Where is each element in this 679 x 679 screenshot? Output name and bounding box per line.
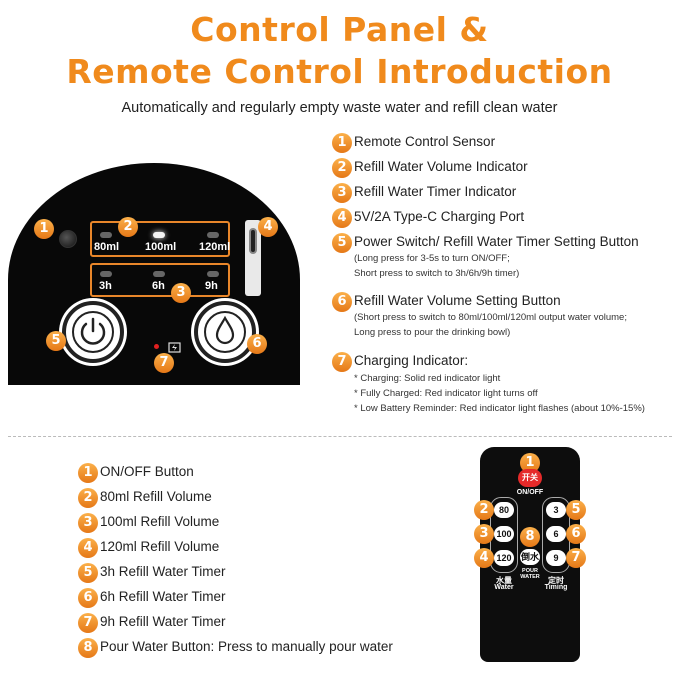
callout-5: 5 xyxy=(46,331,66,351)
list-number: 7 xyxy=(332,352,352,372)
list-note: Short press to switch to 3h/6h/9h timer) xyxy=(354,268,520,279)
remote-callout-7: 7 xyxy=(566,548,586,568)
list-number: 5 xyxy=(332,233,352,253)
list-note: * Charging: Solid red indicator light xyxy=(354,373,501,384)
charging-indicator-led xyxy=(154,344,159,349)
water-volume-button[interactable] xyxy=(194,301,256,363)
list-note: (Short press to switch to 80ml/100ml/120… xyxy=(354,312,627,323)
remote-callout-1: 1 xyxy=(520,453,540,473)
list-label: 9h Refill Water Timer xyxy=(100,614,226,629)
callout-2: 2 xyxy=(118,217,138,237)
remote-button-3h[interactable]: 3 xyxy=(546,502,566,518)
remote-button-9h[interactable]: 9 xyxy=(546,550,566,566)
remote-power-button[interactable]: 开关 xyxy=(518,469,542,487)
remote-callout-6: 6 xyxy=(566,524,586,544)
remote-pour-button[interactable]: 倒水 xyxy=(520,549,540,565)
type-c-port xyxy=(245,220,261,296)
power-icon xyxy=(80,317,106,345)
timer-led-9h xyxy=(207,271,219,277)
list-note: * Low Battery Reminder: Red indicator li… xyxy=(354,403,645,414)
remote-timer-en: Timing xyxy=(544,584,568,591)
list-number: 2 xyxy=(332,158,352,178)
list-number: 3 xyxy=(78,513,98,533)
remote-callout-2: 2 xyxy=(474,500,494,520)
control-panel-image: 1 2 80ml 100ml 120ml 3 3h 6h 9h 4 5 6 7 xyxy=(8,163,300,385)
list-number: 8 xyxy=(78,638,98,658)
remote-pour-label: POUR WATER xyxy=(520,568,540,580)
list-label: 5V/2A Type-C Charging Port xyxy=(354,209,525,224)
callout-4: 4 xyxy=(258,217,278,237)
volume-label-100: 100ml xyxy=(145,241,177,253)
list-label: 6h Refill Water Timer xyxy=(100,589,226,604)
list-label: Refill Water Timer Indicator xyxy=(354,184,517,199)
list-number: 4 xyxy=(78,538,98,558)
volume-led-100 xyxy=(153,232,165,238)
remote-button-120[interactable]: 120 xyxy=(494,550,514,566)
list-number: 6 xyxy=(78,588,98,608)
volume-indicator-box xyxy=(90,221,230,257)
section-divider xyxy=(8,436,672,437)
list-number: 1 xyxy=(78,463,98,483)
remote-button-80[interactable]: 80 xyxy=(494,502,514,518)
callout-6: 6 xyxy=(247,334,267,354)
power-button[interactable] xyxy=(62,301,124,363)
remote-button-6h[interactable]: 6 xyxy=(546,526,566,542)
timer-indicator-box xyxy=(90,263,230,297)
timer-led-6h xyxy=(153,271,165,277)
remote-callout-4: 4 xyxy=(474,548,494,568)
battery-charge-icon xyxy=(168,342,181,353)
list-number: 6 xyxy=(332,292,352,312)
list-number: 4 xyxy=(332,208,352,228)
volume-led-120 xyxy=(207,232,219,238)
remote-volume-en: Water xyxy=(494,584,514,591)
list-note: Long press to pour the drinking bowl) xyxy=(354,327,511,338)
list-label: 100ml Refill Volume xyxy=(100,514,220,529)
remote-callout-5: 5 xyxy=(566,500,586,520)
timer-label-3h: 3h xyxy=(99,280,112,292)
list-label: Remote Control Sensor xyxy=(354,134,496,149)
list-label: Refill Water Volume Indicator xyxy=(354,159,528,174)
list-number: 7 xyxy=(78,613,98,633)
remote-control-image: 1 开关 ON/OFF 80 100 120 2 3 4 水量 Water 3 … xyxy=(474,447,586,662)
volume-label-120: 120ml xyxy=(199,241,231,253)
remote-callout-3: 3 xyxy=(474,524,494,544)
callout-1: 1 xyxy=(34,219,54,239)
callout-7: 7 xyxy=(154,353,174,373)
list-label: Refill Water Volume Setting Button xyxy=(354,293,561,308)
remote-sensor xyxy=(59,230,77,248)
list-label: 120ml Refill Volume xyxy=(100,539,220,554)
list-label: ON/OFF Button xyxy=(100,464,194,479)
callout-3: 3 xyxy=(171,283,191,303)
list-label: 3h Refill Water Timer xyxy=(100,564,226,579)
remote-volume-cn: 水量 xyxy=(496,576,512,585)
water-drop-icon xyxy=(215,315,235,345)
list-label: Pour Water Button: Press to manually pou… xyxy=(100,639,393,654)
page-subtitle: Automatically and regularly empty waste … xyxy=(121,100,558,116)
list-note: (Long press for 3-5s to turn ON/OFF; xyxy=(354,253,510,264)
volume-label-80: 80ml xyxy=(94,241,120,253)
page-title-line2: Remote Control Introduction xyxy=(66,52,613,91)
remote-power-label: ON/OFF xyxy=(516,489,544,496)
timer-led-3h xyxy=(100,271,112,277)
list-note: * Fully Charged: Red indicator light tur… xyxy=(354,388,538,399)
list-number: 5 xyxy=(78,563,98,583)
remote-button-100[interactable]: 100 xyxy=(494,526,514,542)
list-label: 80ml Refill Volume xyxy=(100,489,212,504)
list-label: Power Switch/ Refill Water Timer Setting… xyxy=(354,234,639,249)
timer-label-6h: 6h xyxy=(152,280,165,292)
remote-timer-cn: 定时 xyxy=(548,576,564,585)
list-number: 2 xyxy=(78,488,98,508)
volume-led-80 xyxy=(100,232,112,238)
page-title-line1: Control Panel & xyxy=(190,10,489,49)
remote-callout-8: 8 xyxy=(520,527,540,547)
timer-label-9h: 9h xyxy=(205,280,218,292)
list-number: 3 xyxy=(332,183,352,203)
list-number: 1 xyxy=(332,133,352,153)
list-label: Charging Indicator: xyxy=(354,353,469,368)
